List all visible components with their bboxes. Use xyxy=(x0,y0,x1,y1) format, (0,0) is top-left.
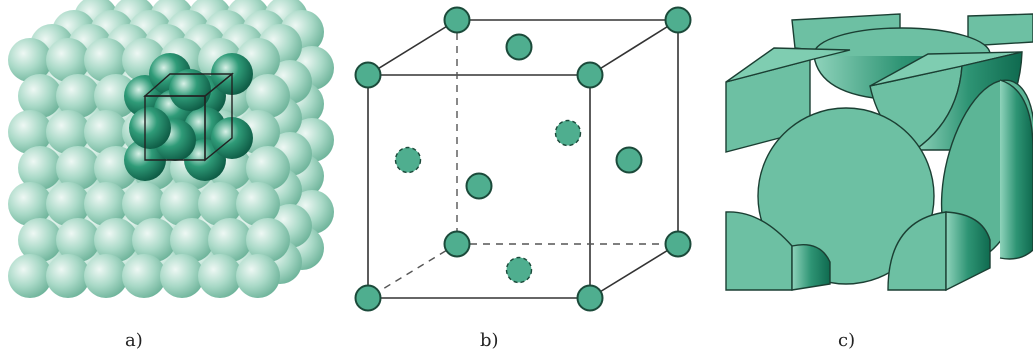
fcc-atoms xyxy=(354,6,692,312)
lattice-sphere xyxy=(46,254,90,298)
hidden-atom xyxy=(505,256,533,284)
lattice-sphere xyxy=(246,218,290,262)
sphere-lattice-svg xyxy=(8,0,334,298)
caption-a: a) xyxy=(125,330,143,351)
caption-b: b) xyxy=(480,330,499,351)
lattice-sphere xyxy=(246,146,290,190)
atom xyxy=(576,61,604,89)
atom xyxy=(505,33,533,61)
hidden-atom xyxy=(554,119,582,147)
lattice-sphere xyxy=(46,182,90,226)
lattice-sphere xyxy=(84,38,128,82)
truncated-sphere-cell-svg xyxy=(725,13,1033,292)
atom xyxy=(443,6,471,34)
atom xyxy=(615,146,643,174)
cube-edges xyxy=(367,19,679,299)
fcc-wireframe-svg xyxy=(354,6,692,312)
lattice-sphere xyxy=(46,110,90,154)
lattice-sphere xyxy=(8,182,52,226)
atom xyxy=(443,230,471,258)
hidden-atom xyxy=(394,146,422,174)
lattice-sphere xyxy=(170,218,214,262)
lattice-sphere xyxy=(236,254,280,298)
front-face-half-sphere xyxy=(757,107,935,285)
lattice-sphere xyxy=(246,74,290,118)
atom xyxy=(354,284,382,312)
lattice-sphere xyxy=(94,74,138,118)
lattice-sphere xyxy=(46,38,90,82)
lattice-sphere xyxy=(84,110,128,154)
lattice-sphere xyxy=(18,146,62,190)
lattice-sphere xyxy=(132,218,176,262)
lattice-sphere xyxy=(160,182,204,226)
top-right-eighth xyxy=(967,13,1033,47)
highlighted-cube-outline xyxy=(143,72,234,162)
lattice-sphere xyxy=(198,182,242,226)
caption-c: c) xyxy=(838,330,856,351)
unit-cell-sphere xyxy=(129,107,171,149)
lattice-sphere xyxy=(236,182,280,226)
lattice-sphere xyxy=(122,182,166,226)
atom xyxy=(465,172,493,200)
lattice-sphere xyxy=(84,182,128,226)
lattice-sphere xyxy=(56,146,100,190)
lattice-sphere xyxy=(8,254,52,298)
lattice-sphere xyxy=(56,218,100,262)
highlighted-unit-cell-spheres xyxy=(124,53,253,181)
atom xyxy=(664,6,692,34)
lattice-sphere xyxy=(198,254,242,298)
lattice-sphere xyxy=(56,74,100,118)
panel-a-sphere-lattice xyxy=(0,0,340,356)
lattice-sphere xyxy=(122,254,166,298)
atom xyxy=(576,284,604,312)
lattice-sphere xyxy=(18,218,62,262)
hidden-edges xyxy=(367,20,678,299)
atom xyxy=(354,61,382,89)
lattice-sphere xyxy=(18,74,62,118)
atom xyxy=(664,230,692,258)
lattice-sphere xyxy=(208,218,252,262)
lattice-sphere xyxy=(160,254,204,298)
panel-c-truncated-spheres xyxy=(700,0,1033,356)
unit-cell-sphere xyxy=(169,69,211,111)
panel-b-fcc-wireframe xyxy=(340,0,700,356)
lattice-sphere xyxy=(8,38,52,82)
lattice-sphere xyxy=(84,254,128,298)
lattice-sphere xyxy=(8,110,52,154)
lattice-sphere xyxy=(94,218,138,262)
